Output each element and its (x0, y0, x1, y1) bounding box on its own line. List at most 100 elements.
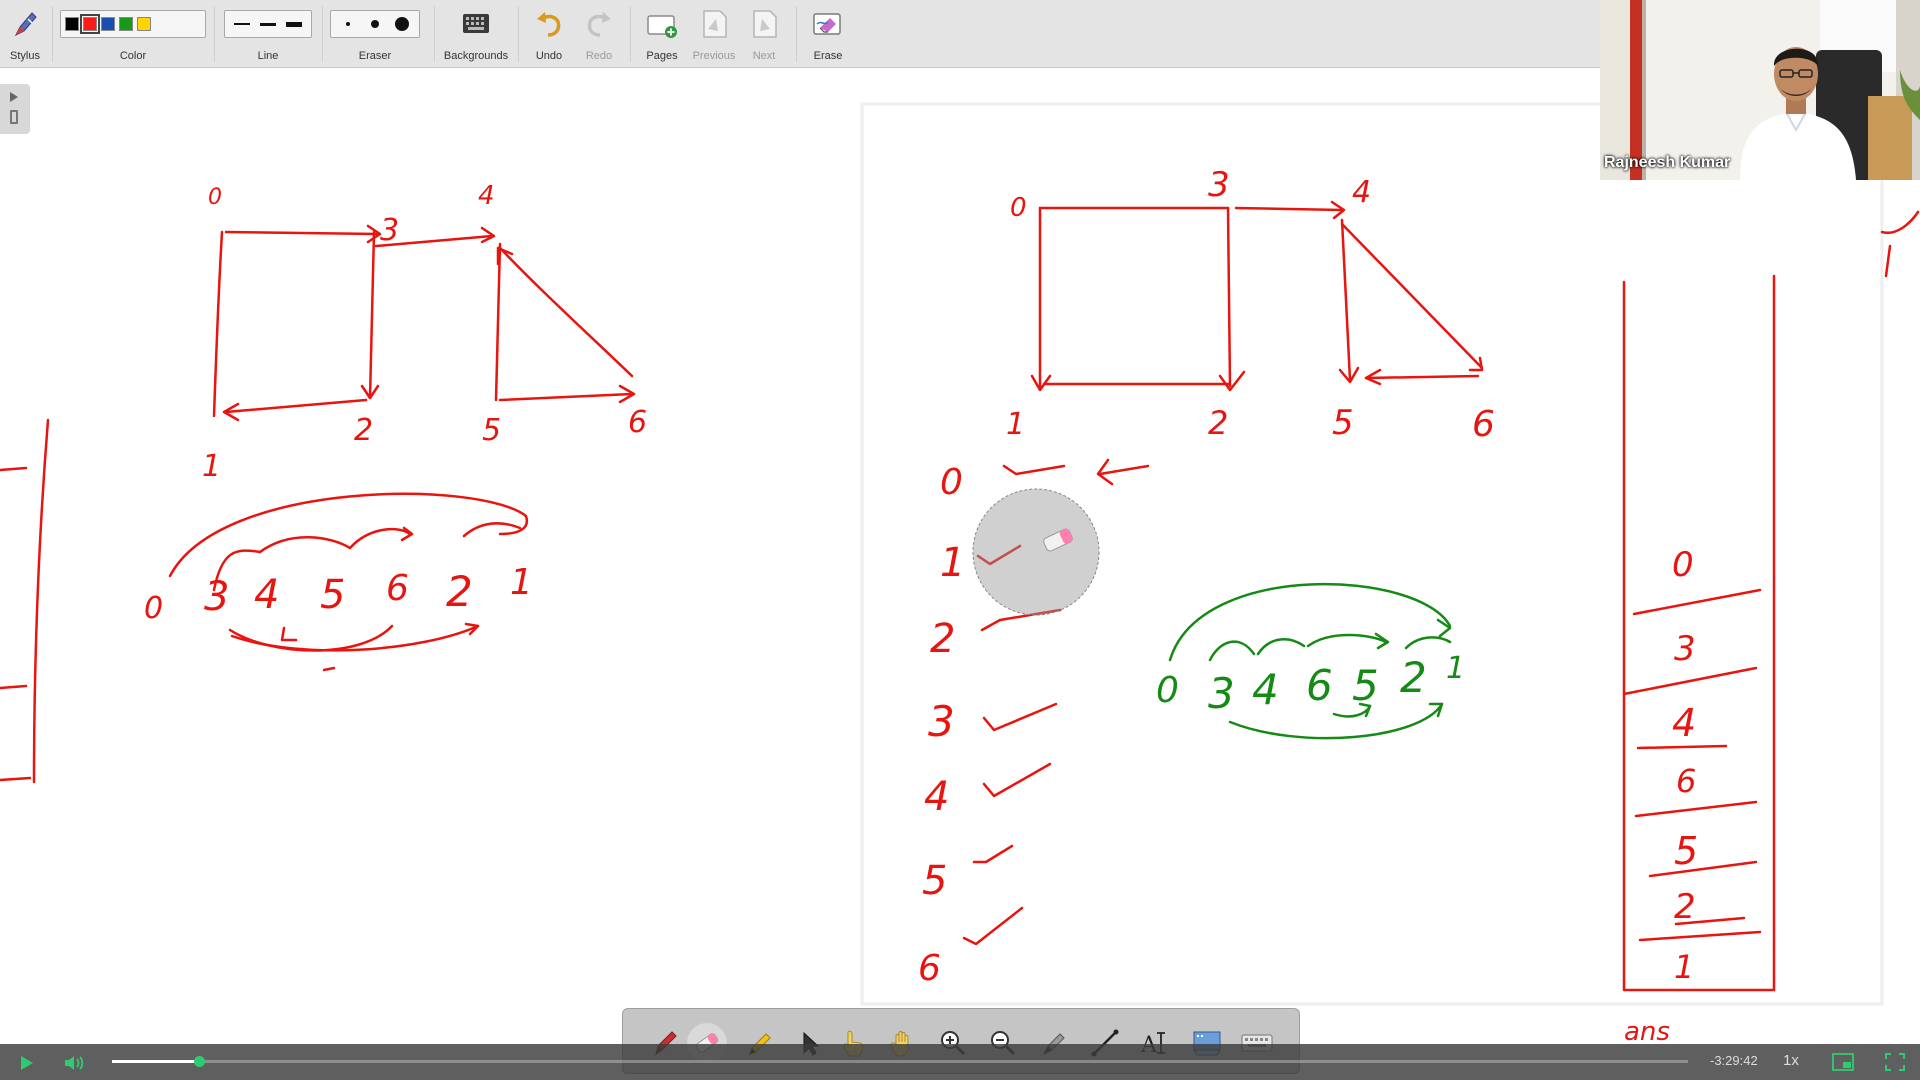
volume-icon (65, 1056, 84, 1070)
green-labels: 0 3 4 6 5 2 1 (1156, 651, 1465, 718)
visit-item: 6 (918, 948, 941, 989)
red-labels: 0 3 4 2 5 6 1 0 3 4 5 6 2 1 0 3 4 1 2 5 … (144, 165, 1698, 1044)
picture-in-picture-button[interactable] (1832, 1053, 1854, 1071)
erase-icon (812, 8, 844, 40)
play-button[interactable] (16, 1053, 36, 1073)
whiteboard-toolbar: Stylus Color Line Eraser (0, 0, 1600, 68)
node-label-4: 4 (1352, 175, 1371, 210)
node-label-3: 3 (380, 213, 399, 248)
line-label: Line (257, 50, 279, 62)
color-swatch[interactable] (119, 17, 133, 31)
eraser-size-picker: Eraser (330, 4, 420, 64)
backgrounds-button[interactable]: Backgrounds (440, 4, 512, 64)
stack-item: 3 (1674, 629, 1696, 669)
order-item: 1 (510, 562, 533, 603)
stack-item: 6 (1676, 762, 1696, 800)
previous-page-icon (698, 8, 730, 40)
stylus-icon (9, 8, 41, 40)
node-label-2: 2 (354, 413, 373, 448)
order-item: 4 (254, 572, 279, 618)
green-order-item: 4 (1252, 665, 1279, 714)
play-icon (21, 1056, 33, 1070)
seek-handle[interactable] (193, 1056, 205, 1067)
green-order-arcs (1168, 582, 1452, 740)
time-remaining: -3:29:42 (1710, 1053, 1758, 1068)
visit-item: 3 (928, 697, 955, 746)
stack-item: 5 (1674, 829, 1698, 873)
node-label-0: 0 (208, 185, 222, 210)
order-item: 3 (204, 574, 229, 620)
node-label-4: 4 (478, 181, 495, 211)
previous-label: Previous (692, 50, 736, 62)
pages-button[interactable]: Pages (636, 4, 688, 64)
order-item: 6 (386, 568, 409, 609)
color-swatch[interactable] (101, 17, 115, 31)
erase-all-button[interactable]: Erase (802, 4, 854, 64)
page-thumb-icon (10, 110, 18, 124)
visit-item: 1 (940, 540, 965, 586)
playback-speed-button[interactable]: 1x (1783, 1052, 1799, 1069)
stack-item: 1 (1674, 948, 1694, 986)
presenter-webcam: Rajneesh Kumar (1600, 0, 1920, 180)
eraser-cursor (972, 488, 1100, 616)
presenter-name: Rajneesh Kumar (1604, 154, 1731, 171)
volume-button[interactable] (62, 1052, 86, 1074)
node-label-5: 5 (1332, 403, 1354, 443)
picture-in-picture-icon (1832, 1053, 1854, 1071)
color-picker: Color (60, 4, 206, 64)
order-item: 0 (144, 591, 163, 626)
visit-item: 0 (940, 462, 963, 503)
eraser-small-option[interactable] (337, 13, 359, 35)
redo-button[interactable]: Redo (574, 4, 624, 64)
erase-label: Erase (813, 50, 843, 62)
right-graph (1030, 200, 1484, 392)
line-medium-option[interactable] (257, 14, 279, 34)
redo-icon (583, 8, 615, 40)
left-graph (212, 224, 636, 422)
node-label-5: 5 (482, 413, 501, 448)
video-player-controls: -3:29:42 1x (0, 1044, 1920, 1080)
side-panel-toggle[interactable] (0, 84, 30, 134)
pages-label: Pages (646, 50, 678, 62)
node-label-3: 3 (1208, 165, 1230, 205)
color-swatch[interactable] (80, 14, 100, 34)
visit-item: 5 (922, 858, 947, 904)
green-order-item: 6 (1306, 661, 1333, 710)
previous-page-button[interactable]: Previous (688, 4, 740, 64)
undo-label: Undo (535, 50, 563, 62)
line-width-picker: Line (224, 4, 312, 64)
line-thin-option[interactable] (231, 14, 253, 34)
whiteboard-canvas[interactable]: 0 3 4 2 5 6 1 0 3 4 5 6 2 1 0 3 4 1 2 5 … (0, 68, 1920, 1044)
stack-item: 4 (1672, 701, 1696, 745)
seek-progress (112, 1060, 199, 1063)
keyboard-icon (460, 8, 492, 40)
fullscreen-button[interactable] (1884, 1052, 1906, 1072)
node-label-0: 0 (1010, 193, 1027, 223)
presenter-video (1600, 0, 1920, 180)
eraser-label: Eraser (358, 50, 392, 62)
stack-container (1622, 210, 1920, 992)
page-outline (860, 102, 1884, 1006)
undo-button[interactable]: Undo (524, 4, 574, 64)
green-order-item: 3 (1208, 669, 1235, 718)
stylus-tool[interactable]: Stylus (4, 4, 46, 64)
order-item: 2 (446, 567, 473, 616)
redo-label: Redo (585, 50, 613, 62)
eraser-medium-option[interactable] (364, 13, 386, 35)
visit-item: 4 (924, 774, 949, 820)
color-swatch[interactable] (137, 17, 151, 31)
expand-icon (10, 92, 18, 102)
line-thick-option[interactable] (283, 14, 305, 34)
left-edge-stroke (32, 418, 50, 784)
eraser-icon (1043, 528, 1073, 552)
next-page-button[interactable]: Next (740, 4, 788, 64)
color-label: Color (119, 50, 147, 62)
left-order-arcs (168, 492, 529, 672)
seek-bar[interactable] (112, 1056, 1688, 1067)
order-item: 5 (320, 572, 345, 618)
eraser-large-option[interactable] (391, 13, 413, 35)
fullscreen-icon (1885, 1053, 1905, 1071)
color-swatch[interactable] (65, 17, 79, 31)
color-swatches (60, 10, 206, 38)
